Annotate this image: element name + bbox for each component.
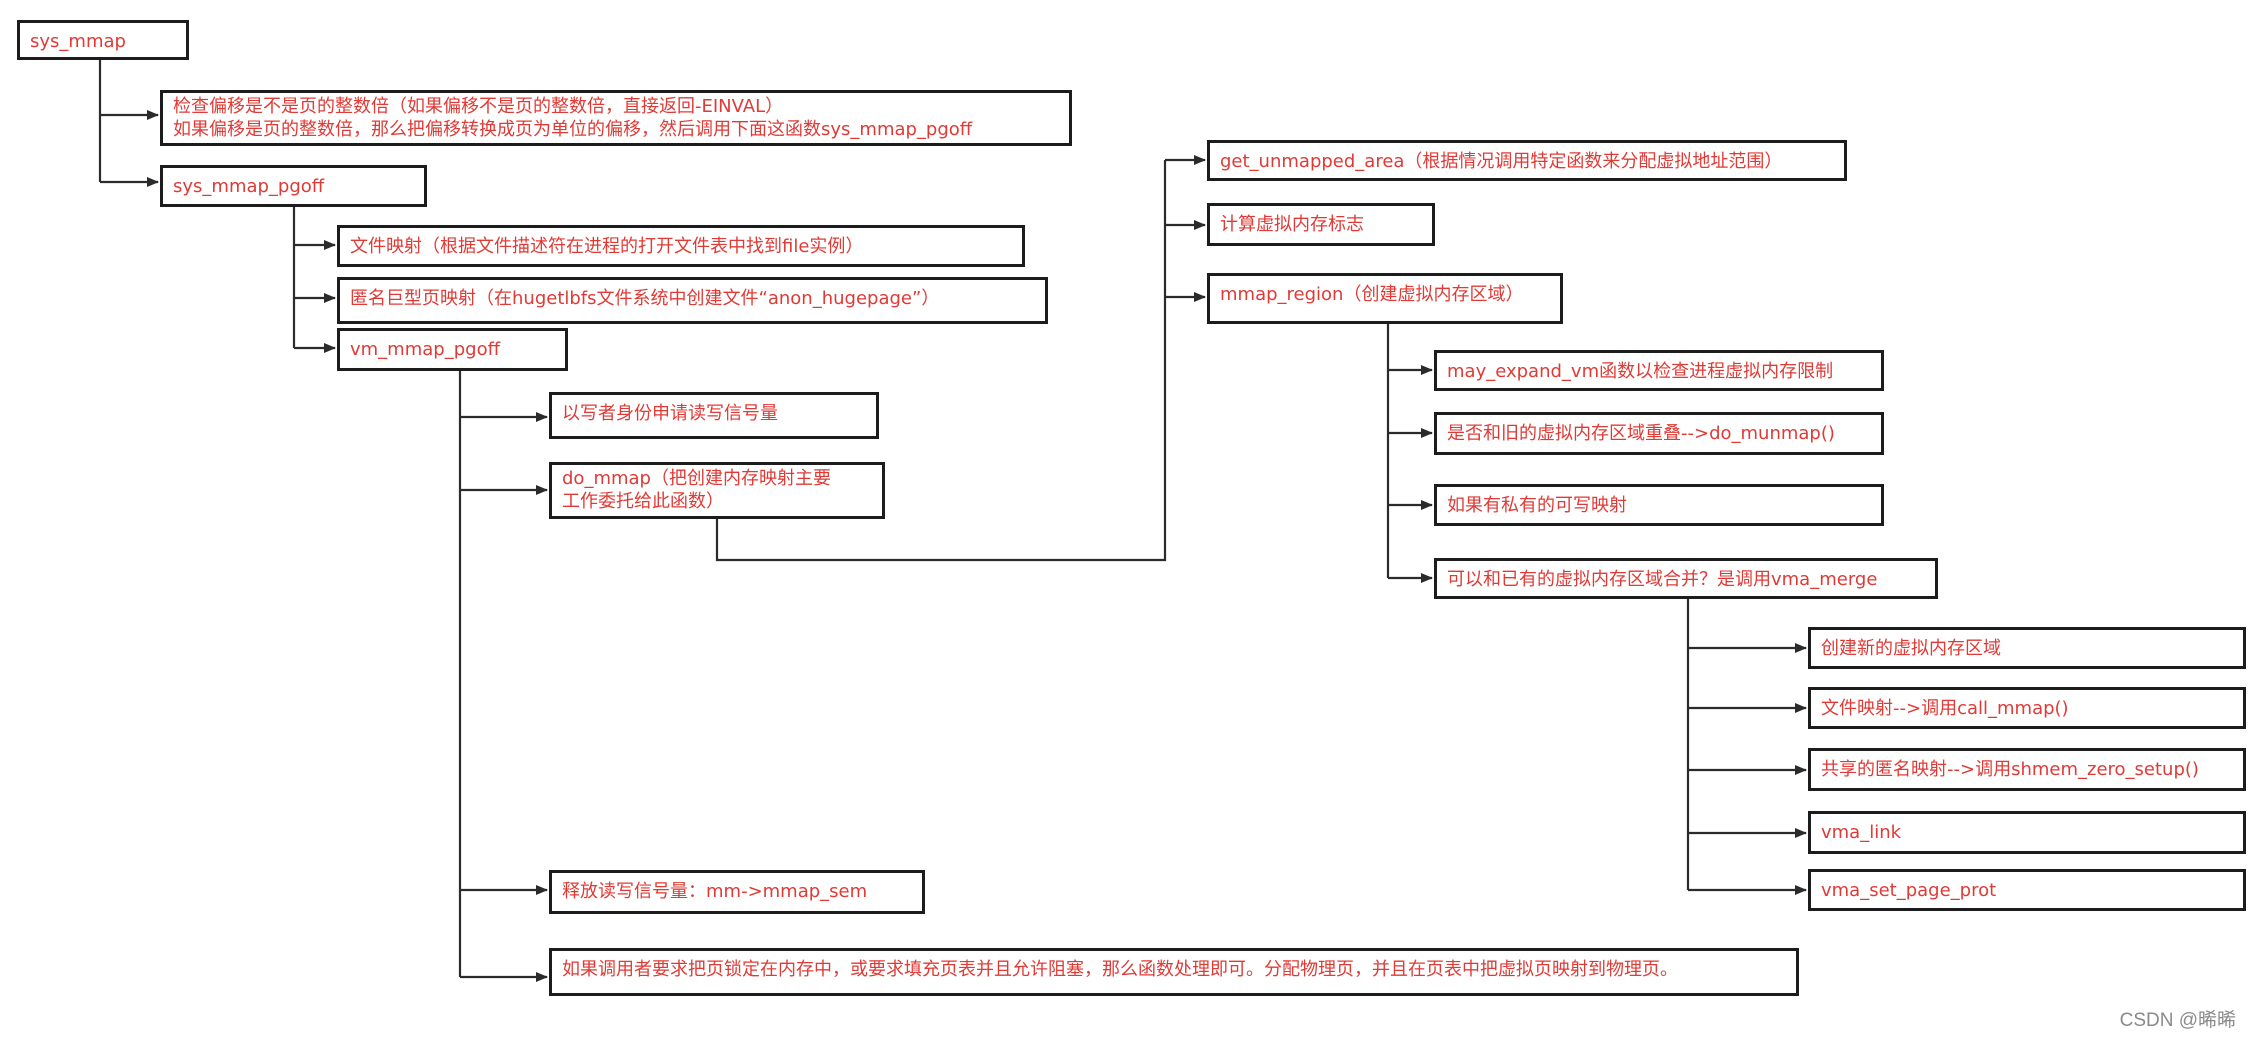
node-do-mmap: do_mmap（把创建内存映射主要 工作委托给此函数） [549, 462, 885, 519]
node-create-vma: 创建新的虚拟内存区域 [1808, 627, 2246, 669]
node-private-writable: 如果有私有的可写映射 [1434, 484, 1884, 526]
node-anon-hugepage: 匿名巨型页映射（在hugetlbfs文件系统中创建文件“anon_hugepag… [337, 277, 1048, 324]
csdn-watermark: CSDN @晞晞 [2119, 1010, 2236, 1031]
node-acquire-sem: 以写者身份申请读写信号量 [549, 392, 879, 439]
node-sys-mmap: sys_mmap [17, 20, 189, 60]
node-shmem-zero-setup: 共享的匿名映射-->调用shmem_zero_setup() [1808, 748, 2246, 791]
node-check-offset: 检查偏移是不是页的整数倍（如果偏移不是页的整数倍，直接返回-EINVAL） 如果… [160, 90, 1072, 146]
node-calc-flags: 计算虚拟内存标志 [1207, 203, 1435, 246]
node-call-mmap: 文件映射-->调用call_mmap() [1808, 687, 2246, 729]
node-may-expand-vm: may_expand_vm函数以检查进程虚拟内存限制 [1434, 350, 1884, 391]
node-vma-set-page-prot: vma_set_page_prot [1808, 869, 2246, 911]
node-get-unmapped-area: get_unmapped_area（根据情况调用特定函数来分配虚拟地址范围） [1207, 140, 1847, 181]
node-release-sem: 释放读写信号量：mm->mmap_sem [549, 870, 925, 914]
node-vma-merge: 可以和已有的虚拟内存区域合并？是调用vma_merge [1434, 558, 1938, 599]
connector-do-mmap-trunk [715, 160, 1167, 562]
node-vm-mmap-pgoff: vm_mmap_pgoff [337, 328, 568, 371]
node-sys-mmap-pgoff: sys_mmap_pgoff [160, 165, 427, 207]
node-vma-link: vma_link [1808, 811, 2246, 854]
node-file-mapping: 文件映射（根据文件描述符在进程的打开文件表中找到file实例） [337, 225, 1025, 267]
node-mmap-region: mmap_region（创建虚拟内存区域） [1207, 273, 1563, 324]
node-do-munmap: 是否和旧的虚拟内存区域重叠-->do_munmap() [1434, 412, 1884, 455]
node-lock-pages: 如果调用者要求把页锁定在内存中，或要求填充页表并且允许阻塞，那么函数处理即可。分… [549, 948, 1799, 996]
